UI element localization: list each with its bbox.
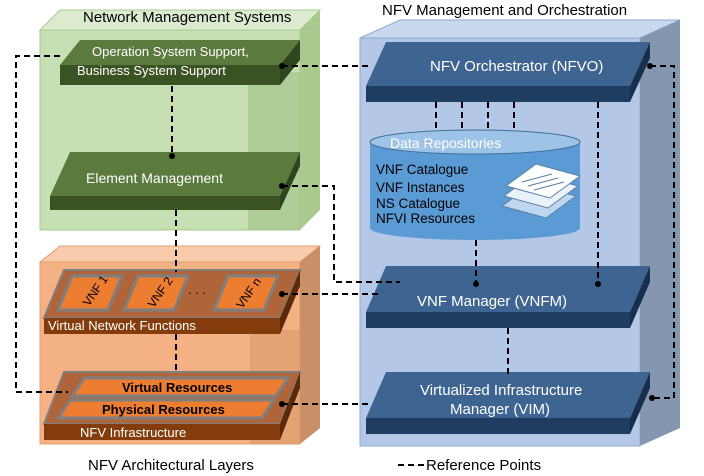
layers-title: NFV Architectural Layers <box>88 457 254 474</box>
virtual-resources-label: Virtual Resources <box>122 380 232 395</box>
vnf-layer: VNF 1 VNF 2 . . . VNF n Virtual Network … <box>42 269 302 334</box>
element-management-block: Element Management <box>50 152 300 210</box>
element-management-label: Element Management <box>86 170 223 186</box>
vim-line2: Manager (VIM) <box>450 401 550 418</box>
vnf-box-2: VNF 2 <box>121 274 191 312</box>
nfvo-block: NFV Orchestrator (NFVO) <box>366 42 650 102</box>
oss-line1: Operation System Support, <box>92 44 249 59</box>
vnf-ellipsis: . . . <box>188 282 206 297</box>
data-repositories: Data Repositories VNF Catalogue VNF Inst… <box>369 129 582 240</box>
vnfm-block: VNF Manager (VNFM) <box>366 266 650 328</box>
repo-item-1: VNF Catalogue <box>376 162 468 177</box>
vnf-layer-label: Virtual Network Functions <box>48 318 196 333</box>
vim-block: Virtualized Infrastructure Manager (VIM) <box>366 372 650 434</box>
vim-line1: Virtualized Infrastructure <box>420 382 582 399</box>
repo-item-4: NFVI Resources <box>376 211 475 226</box>
oss-line2: Business System Support <box>77 63 226 78</box>
nfvo-label: NFV Orchestrator (NFVO) <box>430 58 603 75</box>
vnfm-label: VNF Manager (VNFM) <box>417 293 567 310</box>
nfvi-layer-label: NFV Infrastructure <box>80 425 186 440</box>
repo-item-2: VNF Instances <box>376 180 465 195</box>
vnf-box-1: VNF 1 <box>55 272 125 312</box>
virtual-resources-box: Virtual Resources <box>69 376 291 398</box>
vnf-box-n: VNF n <box>211 274 281 312</box>
oss-bss-block: Operation System Support, Business Syste… <box>60 40 300 85</box>
legend-label: Reference Points <box>426 457 541 474</box>
nfvi-layer: Virtual Resources Physical Resources NFV… <box>42 371 302 440</box>
documents-icon <box>500 163 582 219</box>
physical-resources-box: Physical Resources <box>55 398 277 420</box>
reference-points <box>15 55 675 407</box>
mano-title: NFV Management and Orchestration <box>382 2 627 19</box>
repo-item-3: NS Catalogue <box>376 196 460 211</box>
physical-resources-label: Physical Resources <box>102 402 225 417</box>
nms-title: Network Management Systems <box>83 9 291 26</box>
repo-title: Data Repositories <box>390 135 501 151</box>
